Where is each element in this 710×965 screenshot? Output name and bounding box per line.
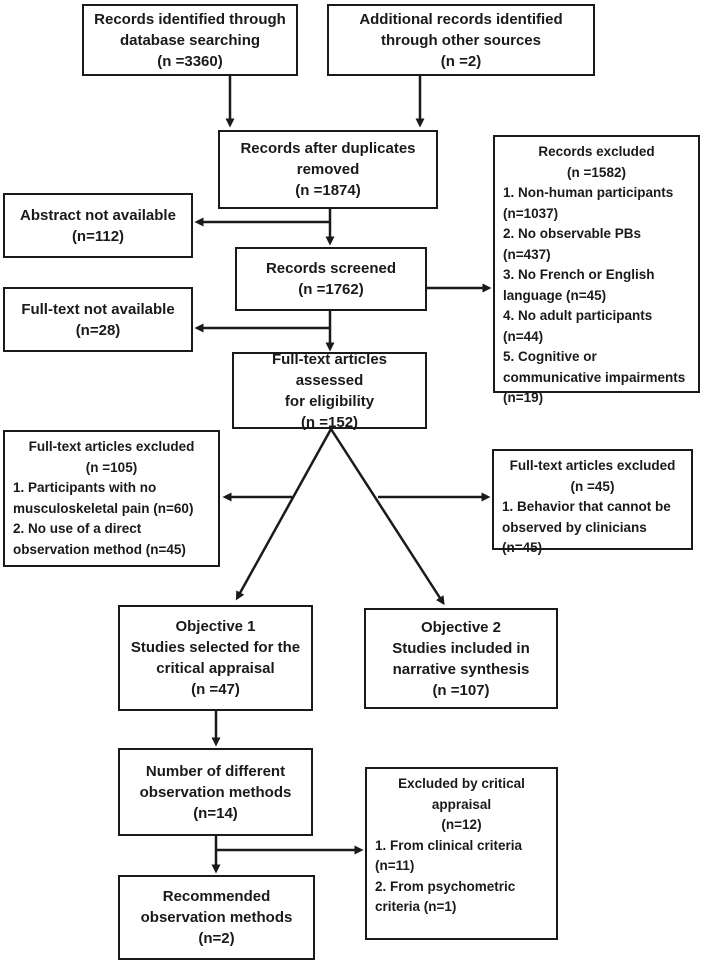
node-title-line: (n =105) — [85, 459, 138, 475]
node-text-line: database searching — [119, 31, 261, 49]
node-text-line: (n=112) — [71, 227, 125, 245]
node-text-line: (n =1762) — [298, 281, 364, 298]
exclusion-item: 1. Participants with no musculoskeletal … — [13, 480, 194, 516]
node-recommended-observation-methods: Recommended observation methods (n=2) — [118, 875, 315, 960]
node-title-line: (n =45) — [570, 478, 615, 494]
node-text-line: (n=14) — [193, 804, 238, 822]
node-number-observation-methods: Number of different observation methods … — [118, 748, 313, 836]
node-text-line: (n=2) — [198, 930, 235, 947]
node-text-line: Full-text articles assessed — [271, 350, 388, 389]
exclusion-item: 1. Behavior that cannot be observed by c… — [502, 499, 671, 555]
node-text-line: (n =107) — [432, 681, 490, 699]
node-text-line: Studies included in — [392, 639, 530, 657]
node-text-line: Recommended — [162, 888, 271, 905]
node-text-line: narrative synthesis — [392, 660, 530, 678]
node-objective-1: Objective 1 Studies selected for the cri… — [118, 605, 313, 711]
node-fulltext-excluded-right: Full-text articles excluded (n =45) 1. B… — [492, 449, 693, 555]
exclusion-item: 4. No adult participants (n=44) — [503, 308, 653, 344]
node-fulltext-not-available: Full-text not available (n=28) — [3, 287, 193, 352]
node-text-line: (n=28) — [75, 321, 121, 339]
node-text-line: through other sources — [380, 31, 541, 49]
node-text-line: Full-text not available — [21, 300, 175, 318]
node-fulltext-assessed-eligibility: Full-text articles assessed for eligibil… — [232, 350, 427, 431]
node-additional-records-other-sources: Additional records identified through ot… — [327, 4, 595, 76]
node-title-line: Records excluded — [538, 144, 655, 159]
node-text-line: (n =152) — [300, 413, 359, 431]
node-records-screened: Records screened (n =1762) — [235, 247, 427, 311]
exclusion-item: 3. No French or English language (n=45) — [503, 267, 655, 303]
node-title-line: Full-text articles excluded — [28, 439, 195, 454]
node-records-identified-database: Records identified through database sear… — [82, 4, 298, 76]
node-abstract-not-available: Abstract not available (n=112) — [3, 193, 193, 258]
node-text-line: critical appraisal — [156, 660, 275, 677]
exclusion-item: 2. From psychometric criteria (n=1) — [375, 878, 516, 915]
objective-2-header: Objective 2 — [420, 618, 502, 636]
node-text-line: Records screened — [265, 260, 397, 277]
exclusion-item: 5. Cognitive or communicative impairment… — [503, 349, 686, 405]
node-records-after-duplicates-removed: Records after duplicates removed (n =187… — [218, 130, 438, 209]
node-text-line: observation methods — [140, 909, 293, 926]
node-text-line: (n =1874) — [295, 182, 361, 199]
node-records-excluded: Records excluded (n =1582) 1. Non-human … — [493, 135, 700, 405]
node-text-line: Number of different — [145, 762, 286, 780]
node-title-line: (n=12) — [441, 817, 482, 832]
arrow-eligibility-to-objective1 — [235, 428, 333, 601]
node-text-line: observation methods — [139, 783, 292, 801]
node-text-line: (n =3360) — [157, 52, 223, 70]
node-text-line: Abstract not available — [20, 206, 176, 224]
node-title-line: Excluded by critical — [398, 776, 525, 791]
node-text-line: Additional records identified — [359, 10, 563, 28]
exclusion-item: 1. Non-human participants (n=1037) — [503, 185, 674, 221]
node-text-line: (n =2) — [440, 52, 482, 70]
arrow-eligibility-to-objective2 — [329, 428, 445, 606]
node-title-line: (n =1582) — [567, 164, 626, 180]
node-text-line: Records after duplicates — [240, 140, 416, 157]
exclusion-item: 2. No use of a direct observation method… — [13, 521, 186, 557]
node-text-line: removed — [296, 161, 360, 178]
node-text-line: Records identified through — [94, 10, 286, 28]
node-excluded-by-critical-appraisal: Excluded by critical appraisal (n=12) 1.… — [365, 767, 558, 940]
node-text-line: for eligibility — [284, 392, 375, 410]
node-title-line: Full-text articles excluded — [509, 458, 676, 473]
node-text-line: (n =47) — [191, 681, 240, 698]
objective-1-header: Objective 1 — [175, 618, 256, 635]
exclusion-item: 2. No observable PBs (n=437) — [503, 226, 642, 262]
node-objective-2: Objective 2 Studies included in narrativ… — [364, 608, 558, 709]
exclusion-item: 1. From clinical criteria (n=11) — [375, 837, 523, 874]
node-text-line: Studies selected for the — [130, 639, 301, 656]
node-fulltext-excluded-left: Full-text articles excluded (n =105) 1. … — [3, 430, 220, 567]
node-title-line: appraisal — [431, 796, 492, 812]
